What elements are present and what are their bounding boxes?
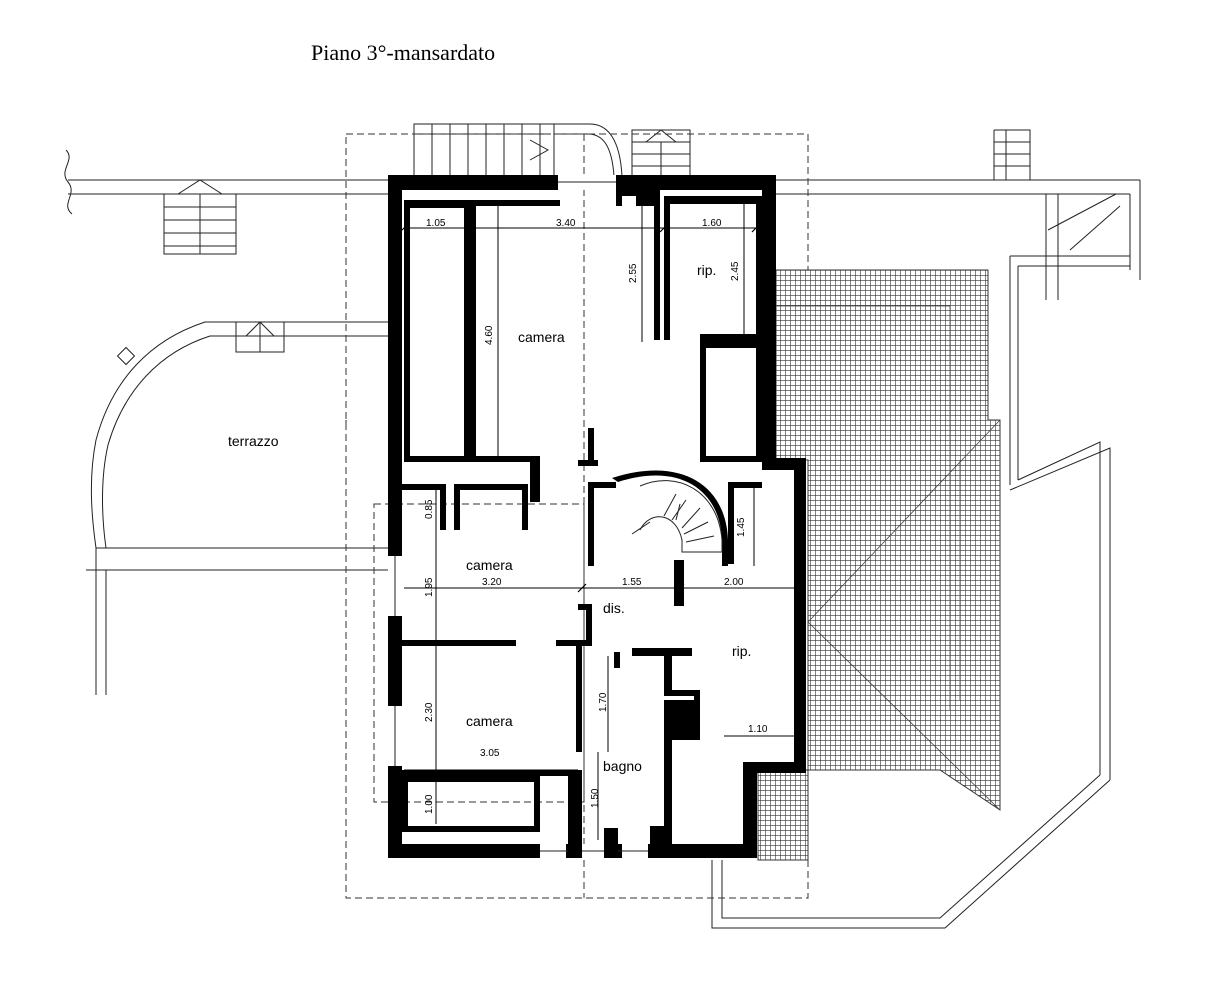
dim-label-3-20: 3.20 [482,577,502,588]
dimension-lines [399,196,794,840]
dim-label-1-70: 1.70 [598,692,609,712]
dim-label-1-55: 1.55 [622,577,642,588]
dim-label-1-45: 1.45 [736,517,747,537]
room-label-rip-top: rip. [697,262,716,278]
room-label-camera-top: camera [518,329,565,345]
dim-label-2-45: 2.45 [730,261,741,281]
site-context [64,123,1141,929]
dim-label-2-00: 2.00 [724,577,744,588]
dim-label-3-05: 3.05 [480,748,500,759]
spiral-stair-icon [631,480,723,553]
dim-label-0-85: 0.85 [424,499,435,519]
dim-label-2-30: 2.30 [424,702,435,722]
room-label-rip-right: rip. [732,643,751,659]
stair-main-top-icon [413,123,623,177]
dim-label-1-05: 1.05 [426,218,446,229]
room-label-camera-mid: camera [466,557,513,573]
room-label-terrazzo: terrazzo [228,433,279,449]
dim-label-4-60: 4.60 [484,325,495,345]
stair-top-right-icon [631,129,691,177]
dim-label-2-55: 2.55 [628,263,639,283]
dim-label-3-40: 3.40 [556,218,576,229]
walls [388,175,806,858]
dim-label-1-95: 1.95 [424,577,435,597]
stair-left-icon [163,179,237,255]
room-label-bagno: bagno [603,758,642,774]
stair-right-icon [993,129,1031,180]
room-label-dis: dis. [603,600,625,616]
stair-terrace-icon [235,321,285,353]
dim-label-1-00: 1.00 [424,794,435,814]
room-label-camera-bottom: camera [466,713,513,729]
dim-label-1-60: 1.60 [702,218,722,229]
dim-label-1-50: 1.50 [590,788,601,808]
plan-title: Piano 3°-mansardato [311,40,496,65]
dim-label-1-10: 1.10 [748,724,768,735]
